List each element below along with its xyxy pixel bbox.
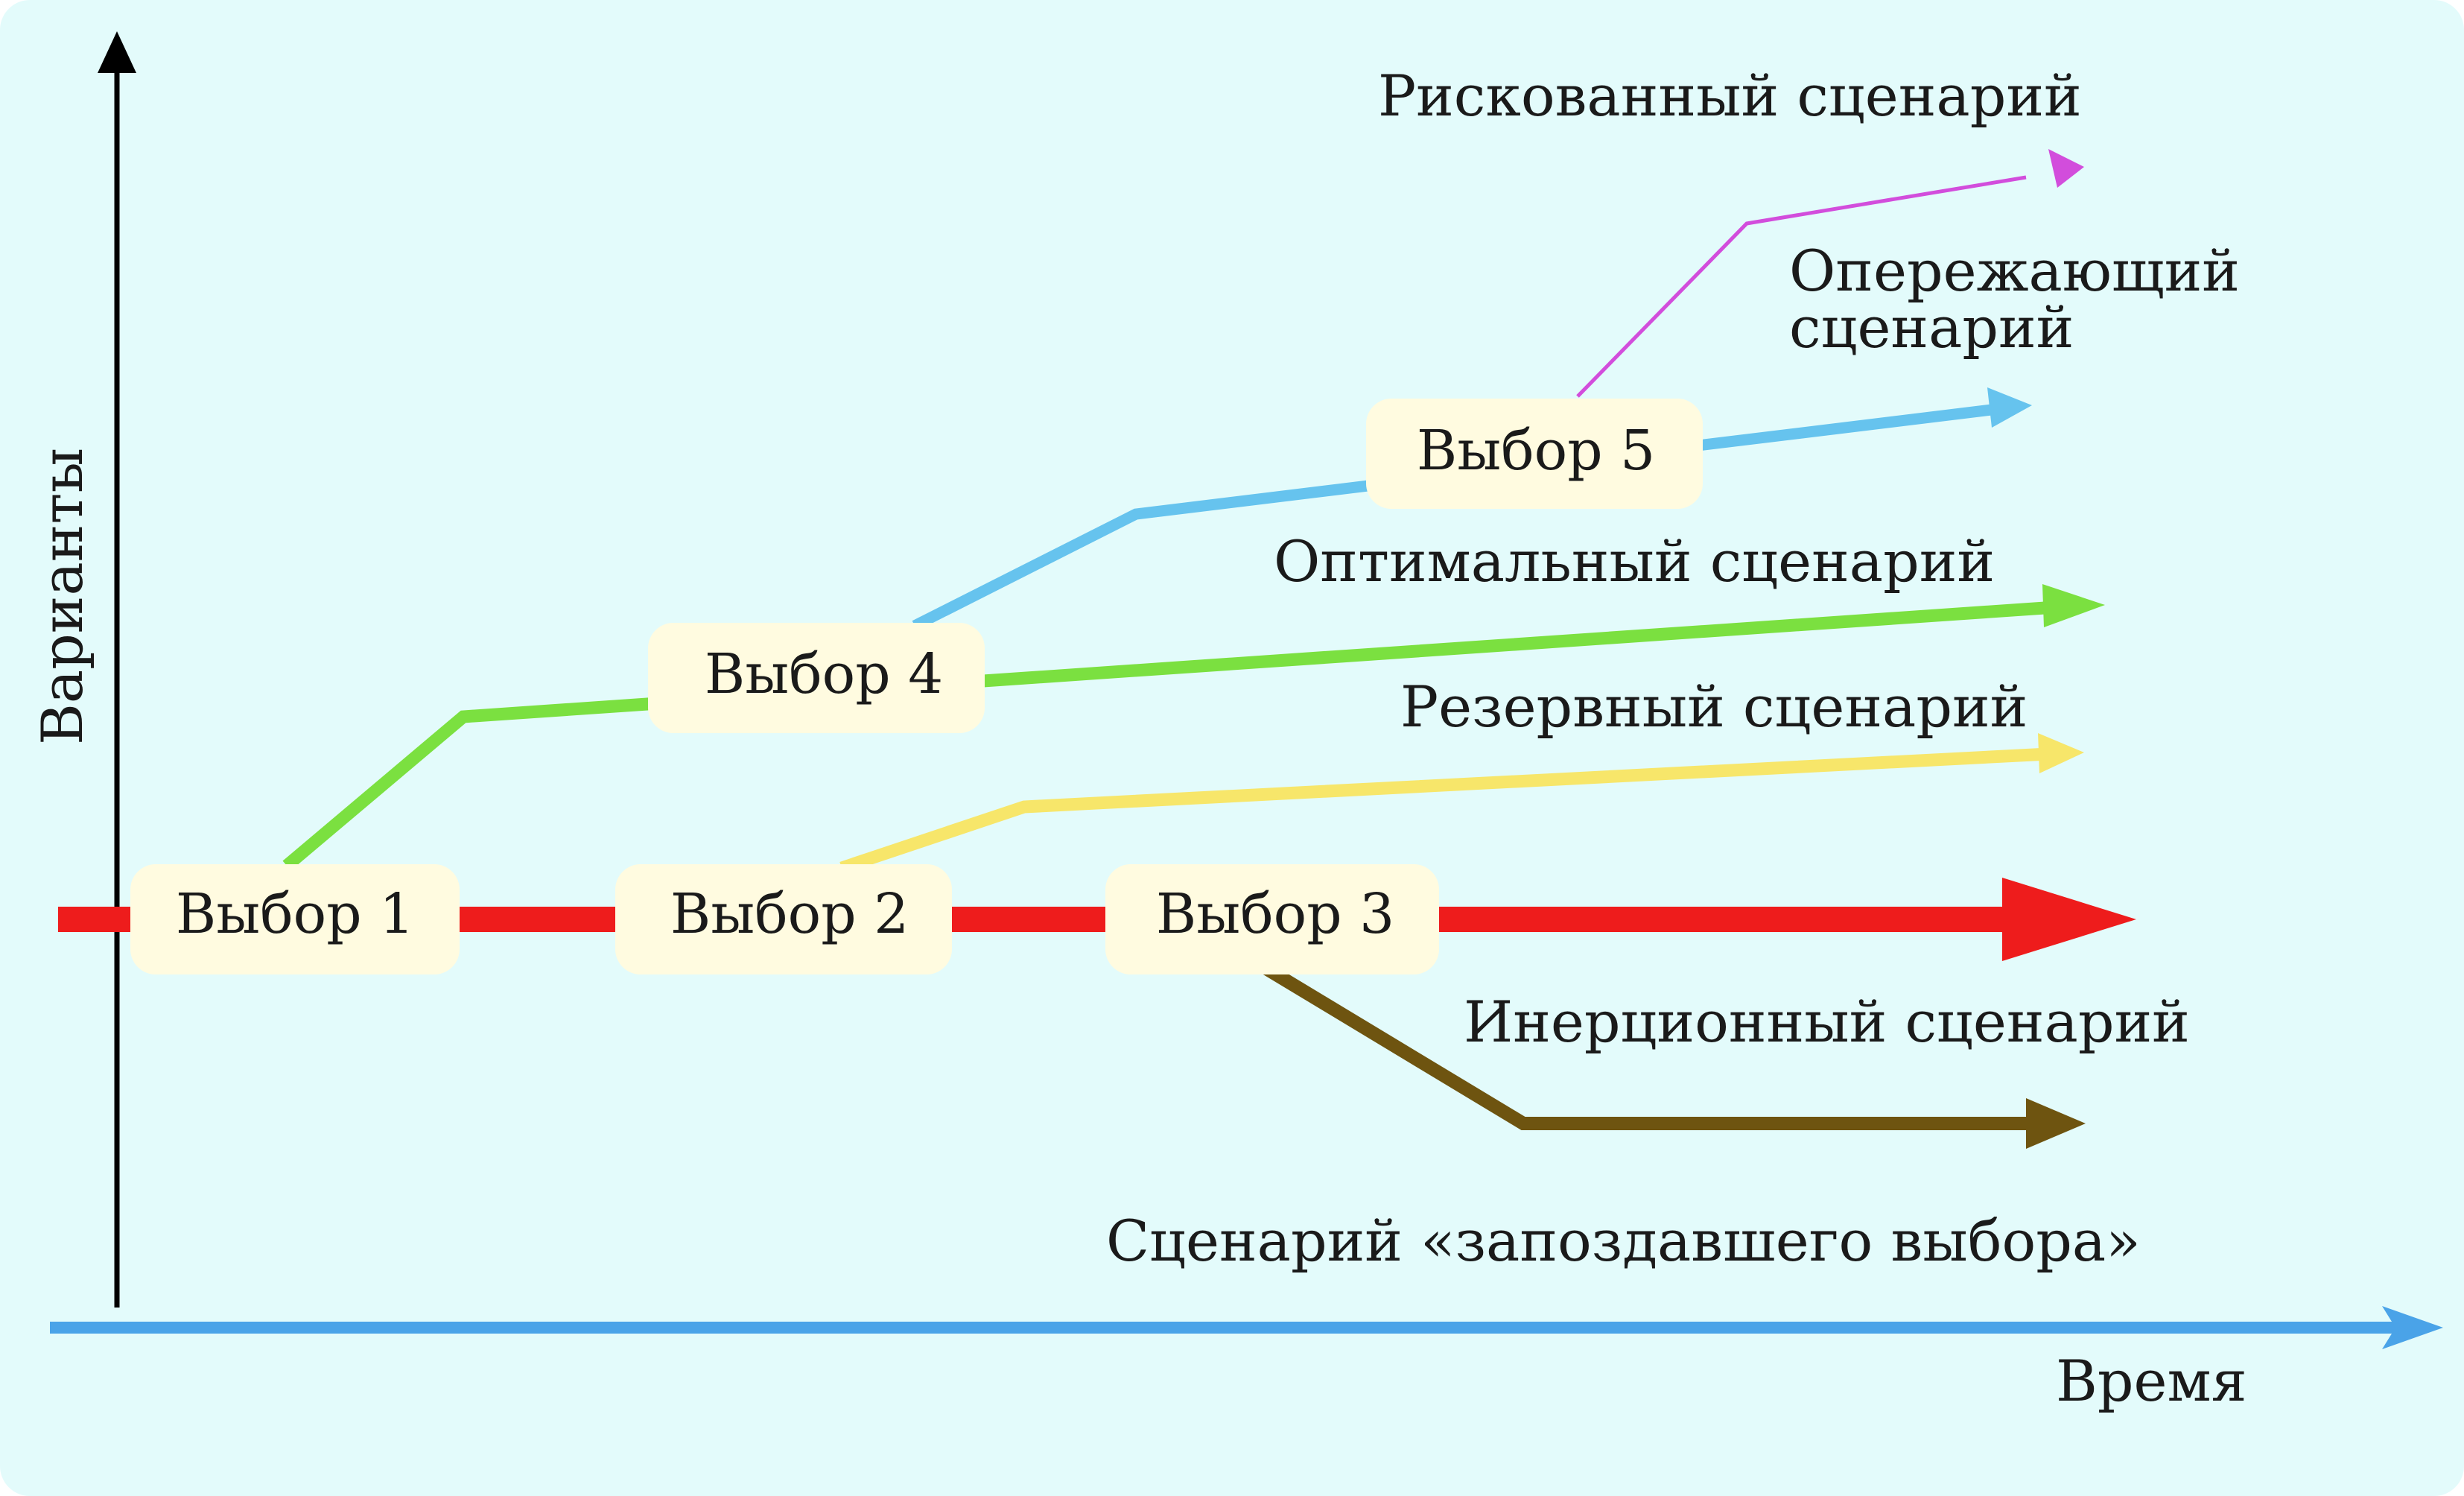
risky-scenario-arrowhead	[2048, 149, 2084, 188]
x-axis-label: Время	[2056, 1348, 2247, 1414]
optimal-scenario-label: Оптимальный сценарий	[1274, 528, 1995, 595]
reserve-scenario-label: Резервный сценарий	[1400, 673, 2028, 740]
choice-node-3: Выбор 3	[1105, 864, 1439, 974]
choice-node-4: Выбор 4	[648, 623, 985, 733]
main-red-arrowhead	[2002, 878, 2136, 961]
y-axis-label: Варианты	[29, 448, 95, 745]
risky-scenario-line	[1576, 175, 2027, 398]
inertial-scenario-arrowhead	[2026, 1098, 2086, 1149]
inertial-scenario-line	[1263, 963, 2030, 1130]
advanced-scenario-label-line1: Опережающий	[1789, 238, 2240, 304]
y-axis-arrowhead	[98, 31, 136, 73]
optimal-scenario-line	[282, 600, 2057, 871]
choice-node-5-label: Выбор 5	[1417, 419, 1655, 483]
choice-node-1-label: Выбор 1	[176, 882, 414, 946]
x-axis-arrowhead	[2382, 1306, 2443, 1349]
late-choice-scenario-label: Сценарий «запоздавшего выбора»	[1106, 1208, 2141, 1274]
choice-node-5: Выбор 5	[1366, 399, 1703, 509]
advanced-scenario-label-line2: сценарий	[1789, 294, 2074, 361]
inertial-scenario-label: Инерционный сценарий	[1464, 989, 2190, 1055]
choice-node-2-label: Выбор 2	[670, 882, 909, 946]
choice-node-3-label: Выбор 3	[1156, 882, 1394, 946]
choice-node-4-label: Выбор 4	[705, 642, 943, 706]
reserve-scenario-arrowhead	[2038, 733, 2084, 773]
risky-scenario-label: Рискованный сценарий	[1378, 63, 2082, 129]
reserve-scenario-line	[839, 747, 2049, 875]
optimal-scenario-arrowhead	[2042, 584, 2105, 627]
choice-node-1: Выбор 1	[130, 864, 460, 974]
advanced-scenario-line	[912, 402, 2004, 631]
choice-node-2: Выбор 2	[615, 864, 952, 974]
advanced-scenario-arrowhead	[1987, 387, 2032, 428]
